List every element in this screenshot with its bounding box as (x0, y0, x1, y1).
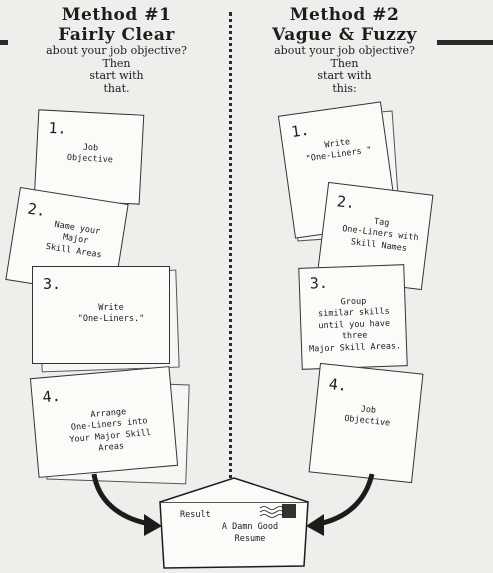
method1-start-with: start with (89, 69, 144, 83)
card-text: Arrange One-Liners into Your Major Skill… (69, 407, 152, 454)
right-edge-bar (437, 40, 493, 45)
card-text: Group similar skills until you have thre… (308, 296, 402, 355)
envelope-icon (159, 477, 309, 569)
result-line2: A Damn Good (221, 522, 279, 532)
card-text: Job Objective (343, 404, 391, 429)
card-number: 1. (290, 120, 311, 142)
card-number: 1. (47, 118, 67, 138)
method1-subtitle: Fairly Clear (58, 24, 175, 45)
result-line3: Resume (234, 534, 266, 544)
method2-start-with: start with (317, 69, 372, 83)
method1-title: Method #1 (61, 5, 172, 25)
method1-that: that. (103, 82, 130, 96)
card-text: Job Objective (66, 142, 114, 166)
method2-subtitle: Vague & Fuzzy (272, 24, 417, 45)
method2-then: Then (330, 56, 359, 70)
card-number: 3. (43, 275, 62, 293)
dotted-divider (229, 12, 232, 492)
left-edge-bar (0, 40, 8, 45)
method2-question: about your job objective? (274, 44, 415, 58)
method1-card-3: 3. Write "One-Liners." (32, 266, 170, 364)
card-text: Tag One-Liners with Skill Names (341, 216, 419, 254)
method1-question: about your job objective? (46, 44, 187, 58)
method1-then: Then (102, 56, 131, 70)
method2-header: Method #2 Vague & Fuzzy about your job o… (242, 5, 447, 96)
method1-card-1: 1. Job Objective (33, 109, 145, 205)
right-arrow-icon (306, 473, 375, 536)
method2-card-4: 4. Job Objective (308, 362, 424, 484)
method2-title: Method #2 (289, 5, 400, 25)
result-label: Result (180, 510, 211, 520)
method2-card-3: 3. Group similar skills until you have t… (298, 264, 408, 370)
card-text: Write "One-Liners." (77, 303, 145, 325)
method1-header: Method #1 Fairly Clear about your job ob… (14, 5, 219, 96)
card-number: 4. (41, 386, 62, 407)
method1-card-4: 4. Arrange One-Liners into Your Major Sk… (29, 366, 179, 478)
left-arrow-icon (91, 473, 162, 536)
card-number: 2. (26, 199, 48, 221)
card-number: 2. (335, 192, 356, 213)
card-number: 3. (309, 273, 329, 293)
card-text: Name your Major Skill Areas (45, 219, 103, 261)
method2-this: this: (332, 82, 357, 96)
card-number: 4. (327, 374, 348, 395)
